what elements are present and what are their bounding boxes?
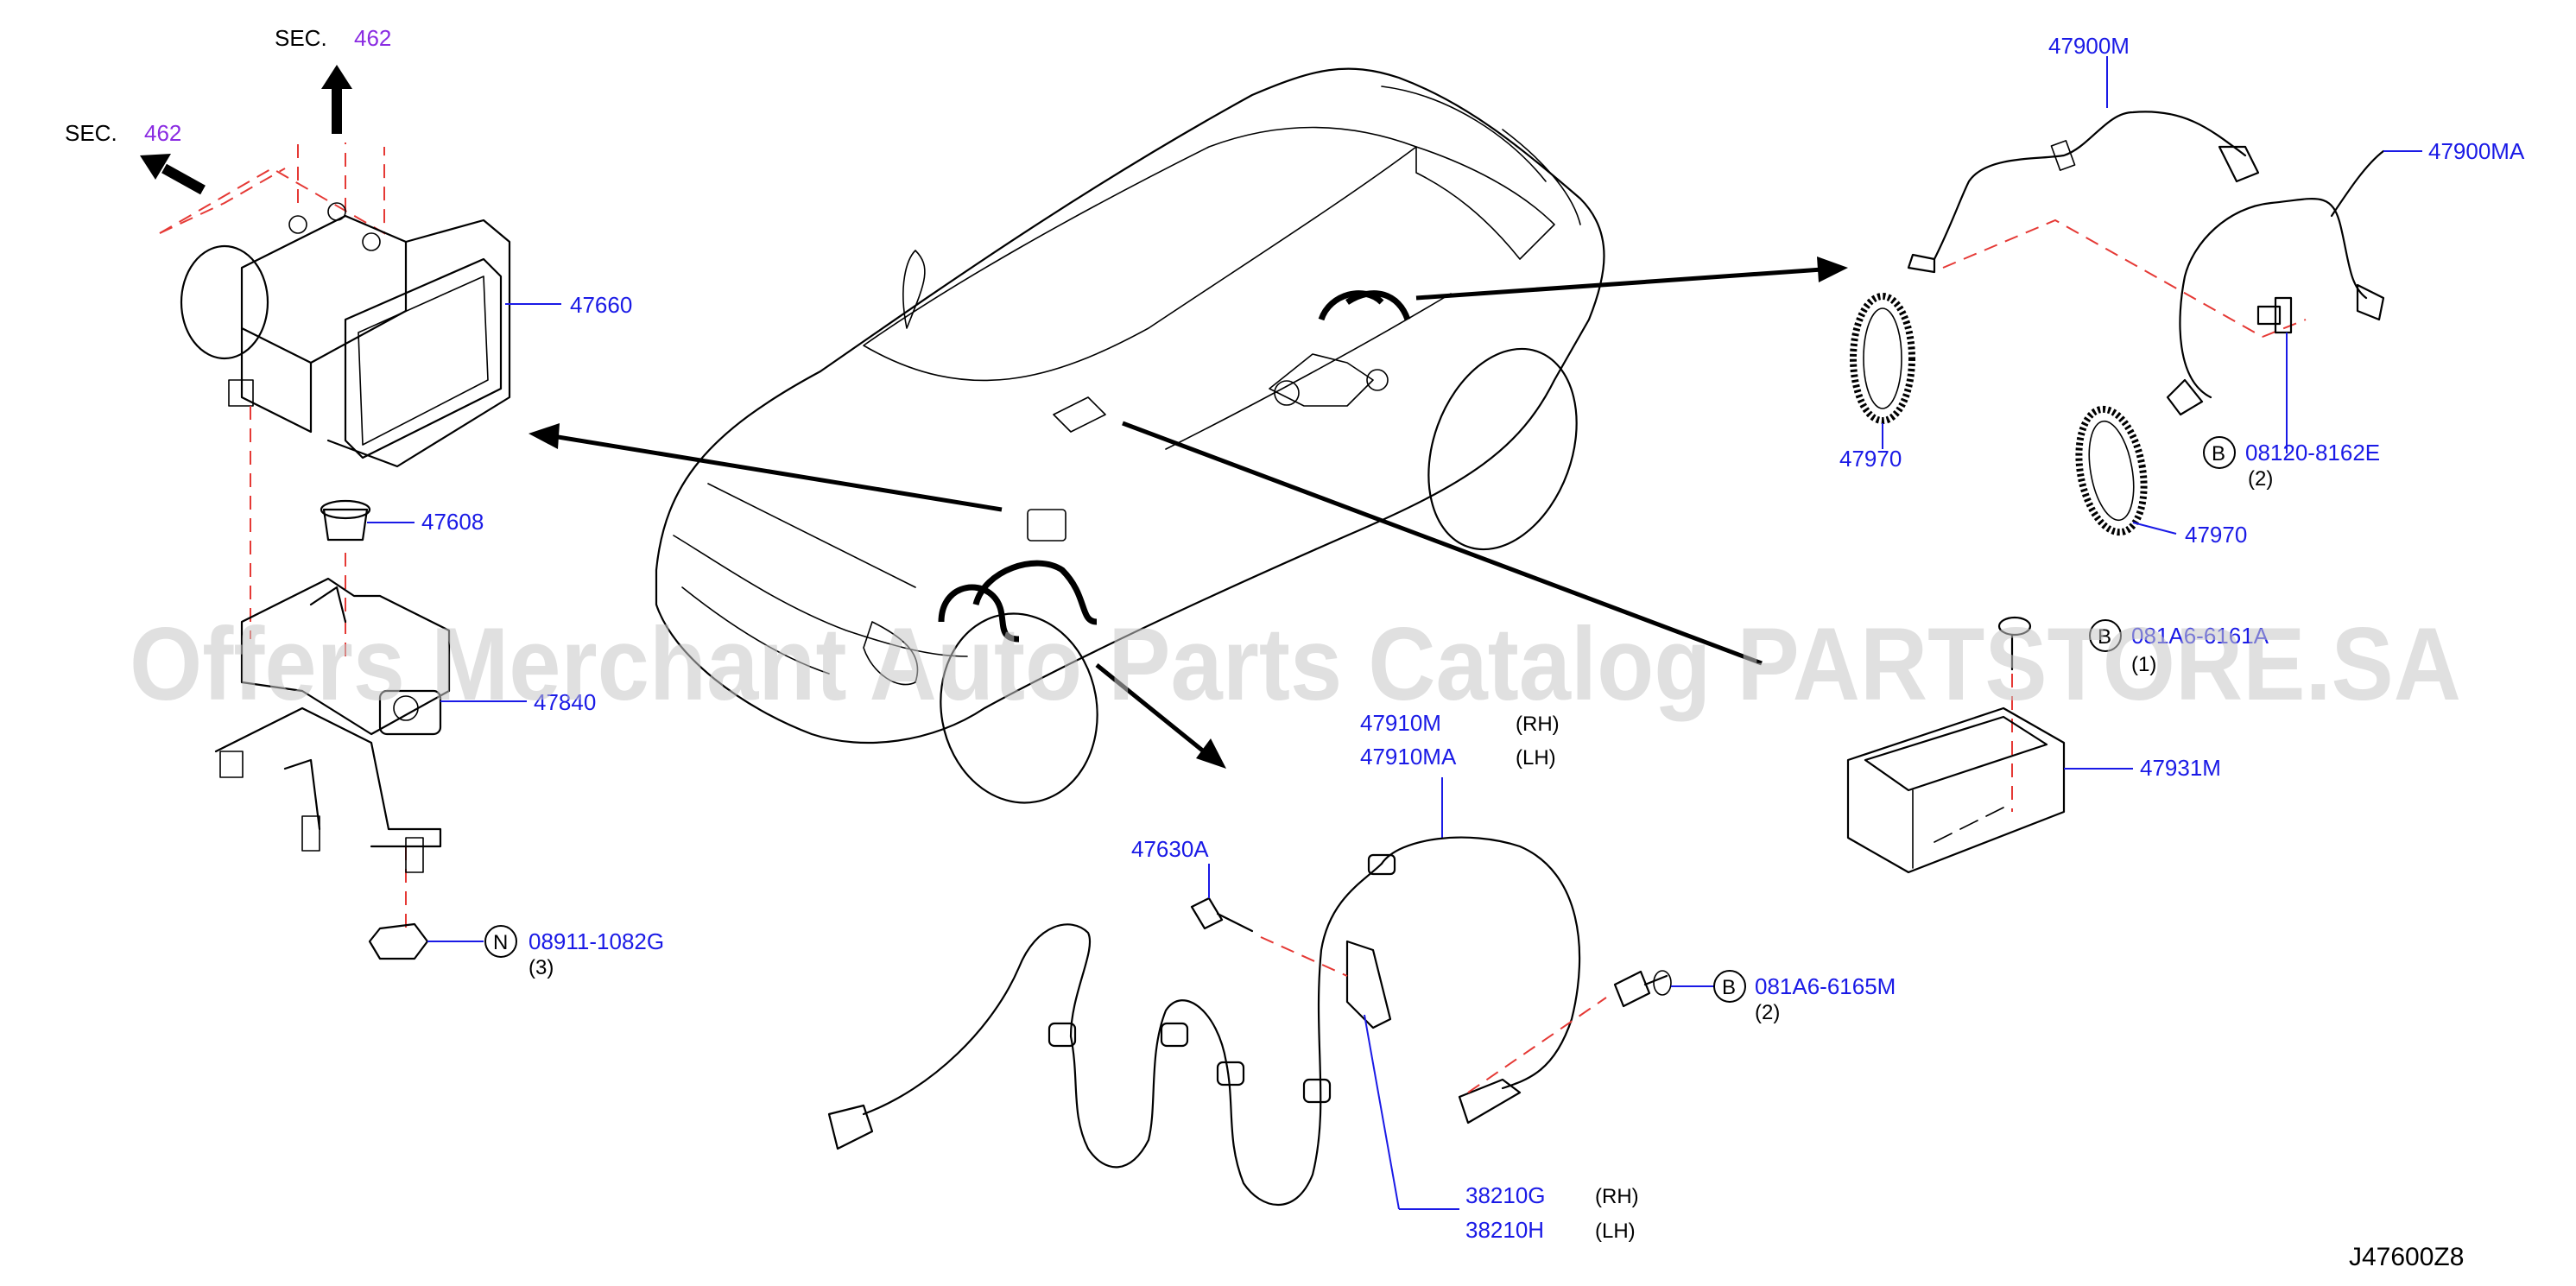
symbol-b-top: B <box>2098 625 2111 649</box>
grommet-47608[interactable] <box>320 499 371 542</box>
section-prefix: SEC. <box>65 120 117 146</box>
quantity-081A6-top: (1) <box>2131 653 2156 676</box>
diagram-reference-id: J47600Z8 <box>2349 1243 2464 1271</box>
section-number[interactable]: 462 <box>354 25 391 51</box>
vehicle-outline <box>655 67 1605 804</box>
front-wheel-harness-left[interactable] <box>827 923 1332 1150</box>
bolt-081A6-6165M[interactable] <box>1613 970 1672 1008</box>
front-wheel-sensor-47910m[interactable] <box>1069 836 1581 1207</box>
quantity-081A6: (2) <box>1755 1001 1780 1024</box>
abs-actuator-unit[interactable] <box>159 138 511 468</box>
side-47910ma: (LH) <box>1516 746 1556 770</box>
symbol-circle-b-front <box>1713 970 1746 1003</box>
part-label-081A6-top[interactable]: 081A6-6161A <box>2131 623 2269 649</box>
reference-arrows <box>140 65 1848 769</box>
part-label-47910m[interactable]: 47910M <box>1360 710 1441 736</box>
section-prefix: SEC. <box>275 25 327 51</box>
actuator-bracket-47840[interactable] <box>214 577 451 873</box>
part-label-08120-8162E[interactable]: 08120-8162E <box>2245 440 2380 466</box>
part-label-47970-b[interactable]: 47970 <box>2185 522 2247 548</box>
part-label-081A6-6165M[interactable]: 081A6-6165M <box>1755 973 1896 999</box>
section-ref-top[interactable]: SEC. 462 <box>275 25 391 51</box>
side-38210h: (LH) <box>1595 1219 1636 1243</box>
symbol-b-front: B <box>1722 976 1736 999</box>
symbol-circle-n <box>484 925 517 958</box>
symbol-circle-b <box>2203 436 2236 469</box>
rear-wheel-sensor-47900m[interactable] <box>1907 111 2260 274</box>
part-label-47840[interactable]: 47840 <box>534 689 596 715</box>
nut-08911[interactable] <box>368 922 429 960</box>
part-label-47970-a[interactable]: 47970 <box>1839 446 1902 472</box>
part-label-47630a[interactable]: 47630A <box>1131 836 1209 862</box>
quantity-08120: (2) <box>2248 467 2273 491</box>
bolt-08120[interactable] <box>2256 296 2293 334</box>
bolt-top-yaw[interactable] <box>1997 616 2032 671</box>
part-label-47660[interactable]: 47660 <box>570 292 632 318</box>
symbol-circle-b-top <box>2089 619 2122 652</box>
rear-wheel-sensor-47900ma[interactable] <box>2166 149 2385 416</box>
part-label-47910ma[interactable]: 47910MA <box>1360 744 1457 770</box>
part-label-47900m[interactable]: 47900M <box>2048 33 2130 59</box>
section-ref-left[interactable]: SEC. 462 <box>65 120 181 146</box>
part-label-08911-1082G[interactable]: 08911-1082G <box>528 928 664 954</box>
part-label-47931m[interactable]: 47931M <box>2140 755 2221 781</box>
part-label-38210h[interactable]: 38210H <box>1465 1217 1544 1243</box>
tone-ring-47970-right[interactable] <box>2070 404 2153 537</box>
watermark: Offers Merchant Auto Parts Catalog PARTS… <box>130 606 2461 722</box>
bolt-47630a[interactable] <box>1190 896 1254 933</box>
quantity-08911: (3) <box>528 956 554 979</box>
side-47910m: (RH) <box>1516 713 1560 736</box>
part-label-38210g[interactable]: 38210G <box>1465 1182 1546 1208</box>
symbol-n: N <box>493 931 508 954</box>
part-label-47608[interactable]: 47608 <box>421 509 484 535</box>
vehicle-harness-sketch <box>938 290 1411 643</box>
section-number[interactable]: 462 <box>144 120 181 146</box>
side-38210g: (RH) <box>1595 1185 1639 1208</box>
tone-ring-47970-left[interactable] <box>1850 293 1915 424</box>
yaw-rate-sensor-47931m[interactable] <box>1846 706 2066 874</box>
symbol-b: B <box>2212 442 2225 466</box>
part-label-47900ma[interactable]: 47900MA <box>2428 138 2525 164</box>
